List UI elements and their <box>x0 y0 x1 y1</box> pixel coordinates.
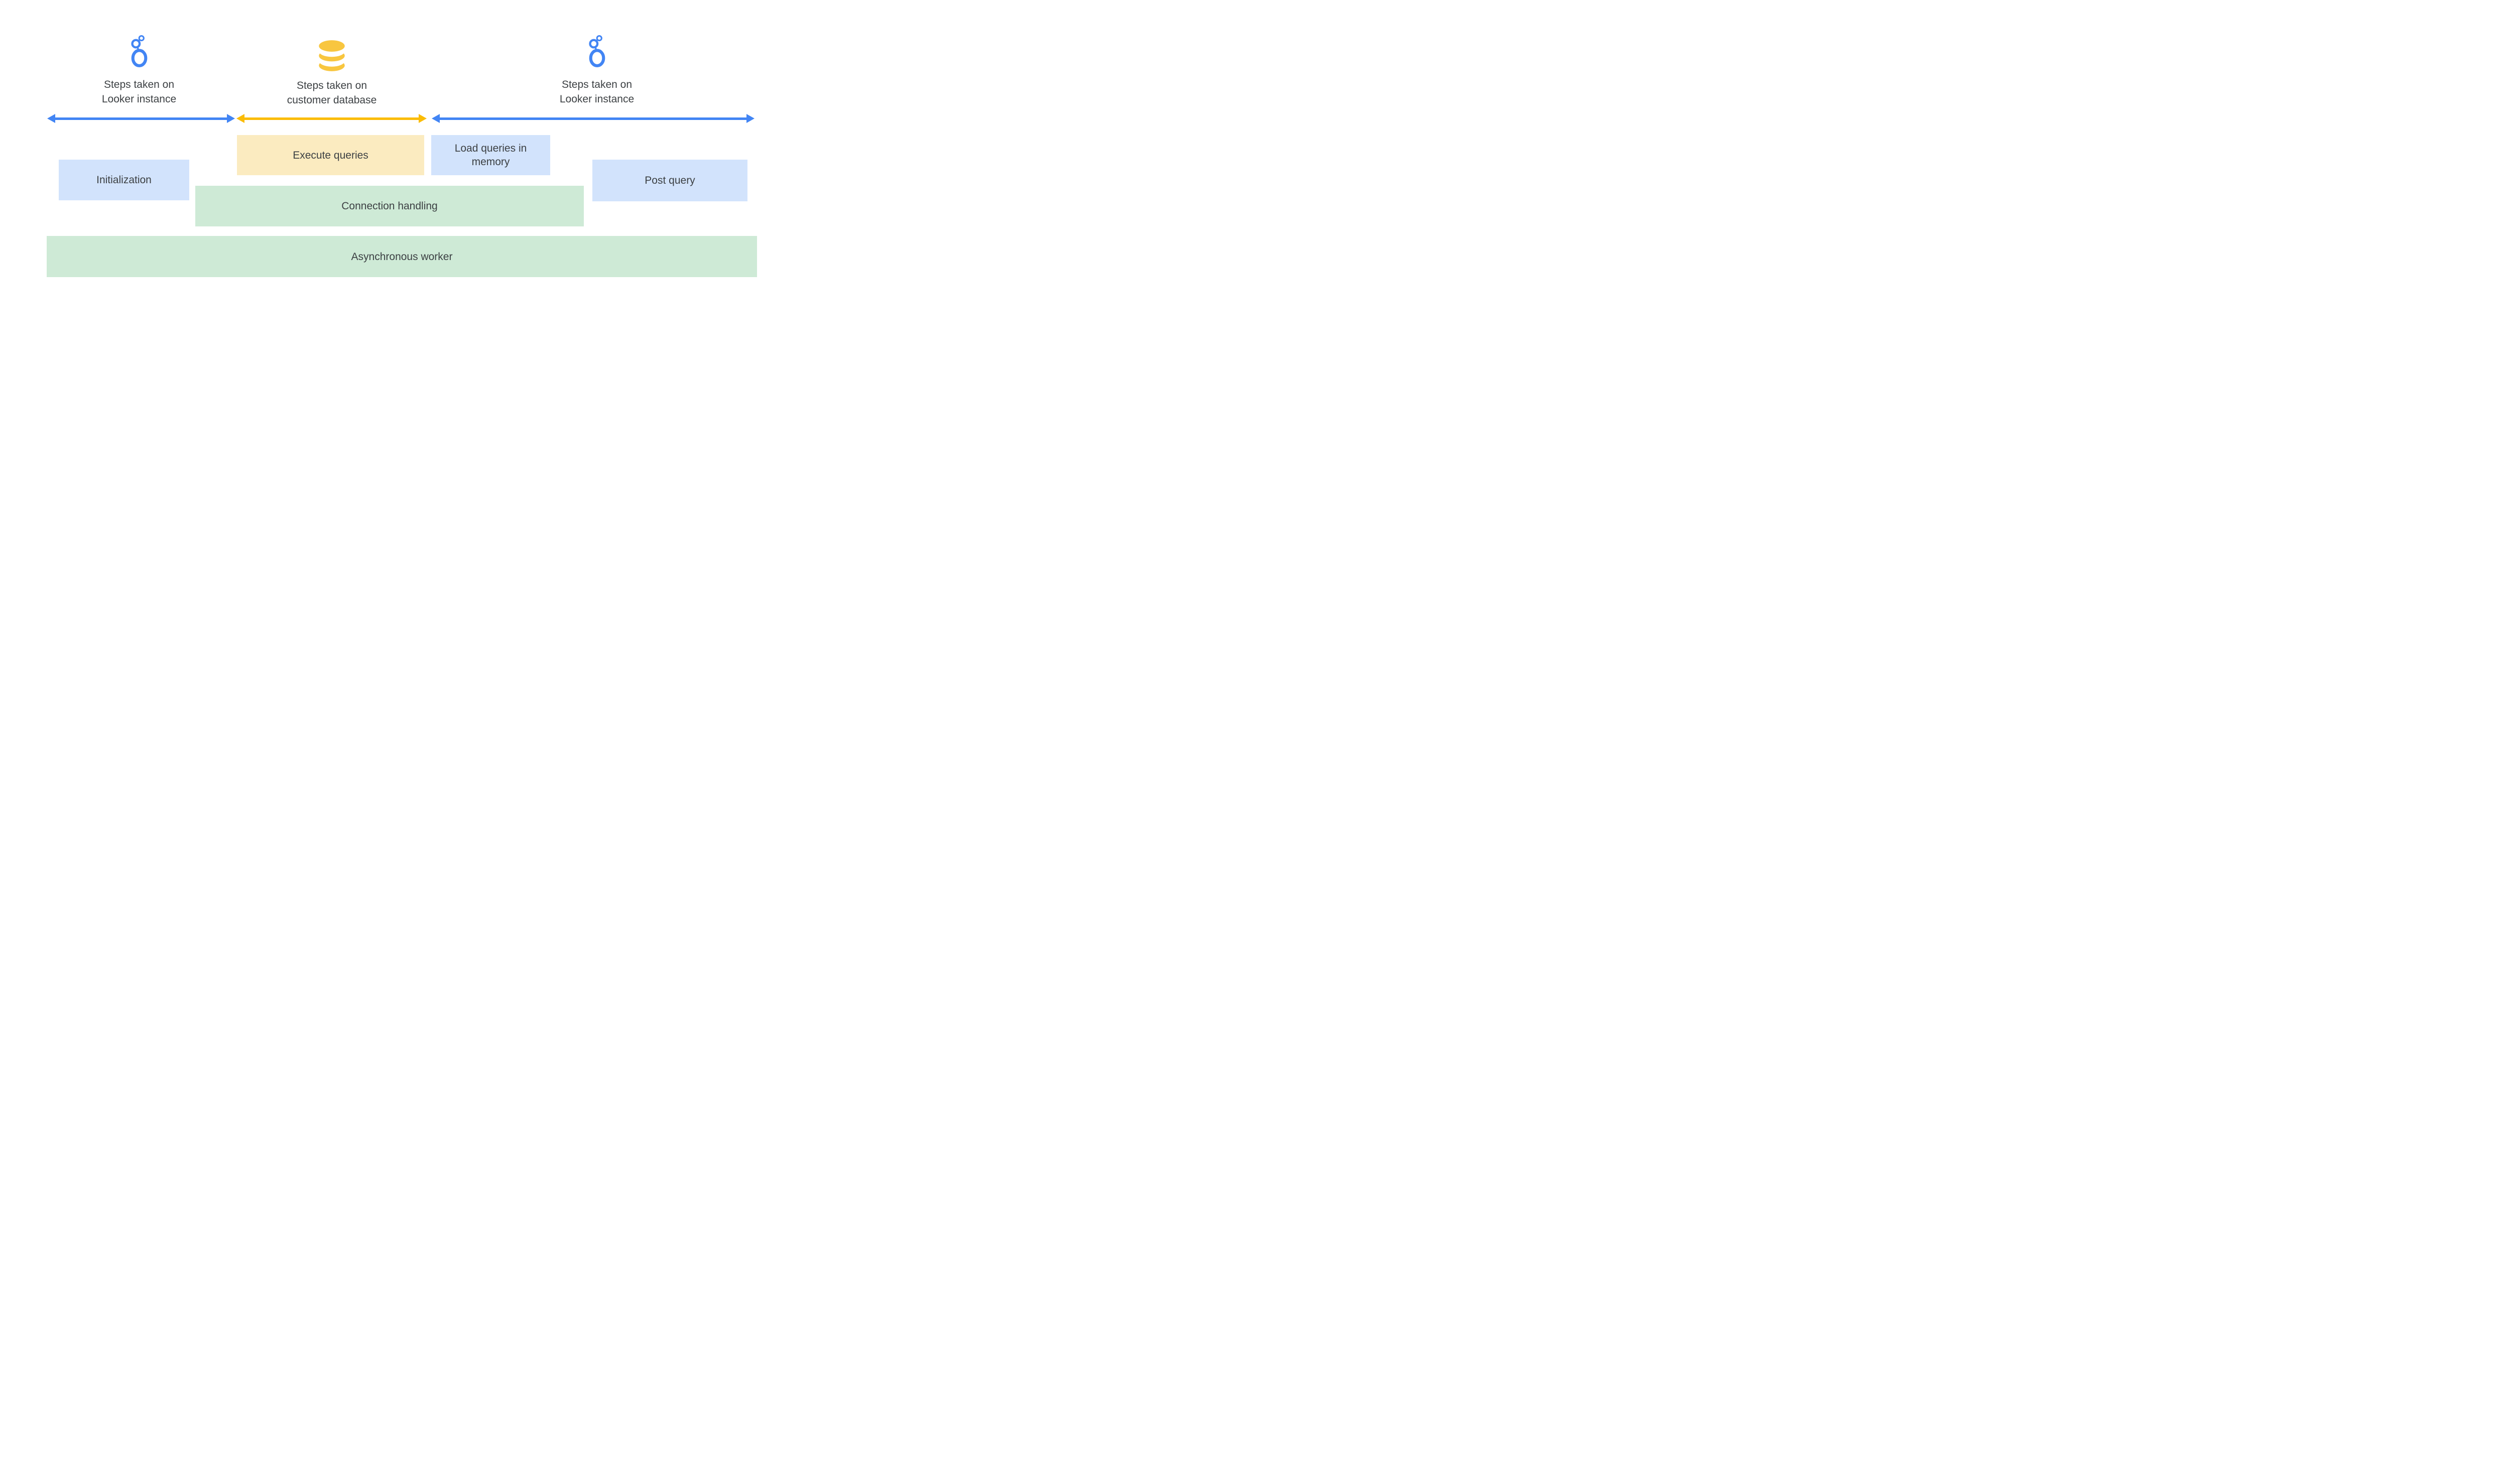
arrowhead-right-icon <box>419 114 427 123</box>
looker-logo-icon <box>131 35 147 67</box>
box-label: Load queries in memory <box>454 143 527 168</box>
arrowhead-right-icon <box>746 114 755 123</box>
arrow-line <box>440 117 746 120</box>
caption-line-1: Steps taken on <box>103 79 175 90</box>
looker-logo-icon <box>588 35 605 67</box>
header-group-looker-left: Steps taken on Looker instance <box>89 35 189 106</box>
arrowhead-right-icon <box>227 114 235 123</box>
post-query-box: Post query <box>592 160 747 201</box>
initialization-box: Initialization <box>59 160 189 200</box>
caption-line-1: Steps taken on <box>296 80 367 91</box>
box-label: Initialization <box>96 174 152 186</box>
header-caption: Steps taken on Looker instance <box>560 77 634 106</box>
header-caption: Steps taken on Looker instance <box>102 77 176 106</box>
arrowhead-left-icon <box>432 114 440 123</box>
box-label: Asynchronous worker <box>351 251 453 263</box>
box-label: Execute queries <box>293 149 368 161</box>
arrow-line <box>55 117 227 120</box>
header-group-customer-database: Steps taken on customer database <box>282 40 382 107</box>
box-label: Post query <box>645 175 695 186</box>
header-group-looker-right: Steps taken on Looker instance <box>547 35 647 106</box>
execute-queries-box: Execute queries <box>237 135 424 175</box>
connection-handling-box: Connection handling <box>195 186 584 226</box>
box-label: Connection handling <box>341 200 438 212</box>
header-caption: Steps taken on customer database <box>287 78 377 107</box>
arrowhead-left-icon <box>47 114 55 123</box>
caption-line-2: Looker instance <box>101 93 177 105</box>
asynchronous-worker-box: Asynchronous worker <box>47 236 757 277</box>
database-icon <box>319 40 345 71</box>
load-queries-in-memory-box: Load queries in memory <box>431 135 550 175</box>
customer-database-span-arrow <box>236 114 427 123</box>
arrow-line <box>244 117 419 120</box>
caption-line-2: Looker instance <box>559 93 635 105</box>
caption-line-1: Steps taken on <box>561 79 633 90</box>
caption-line-2: customer database <box>287 94 377 106</box>
looker-query-lifecycle-diagram: Steps taken on Looker instance Steps tak… <box>0 0 803 297</box>
arrowhead-left-icon <box>236 114 244 123</box>
looker-left-span-arrow <box>47 114 235 123</box>
looker-right-span-arrow <box>432 114 755 123</box>
